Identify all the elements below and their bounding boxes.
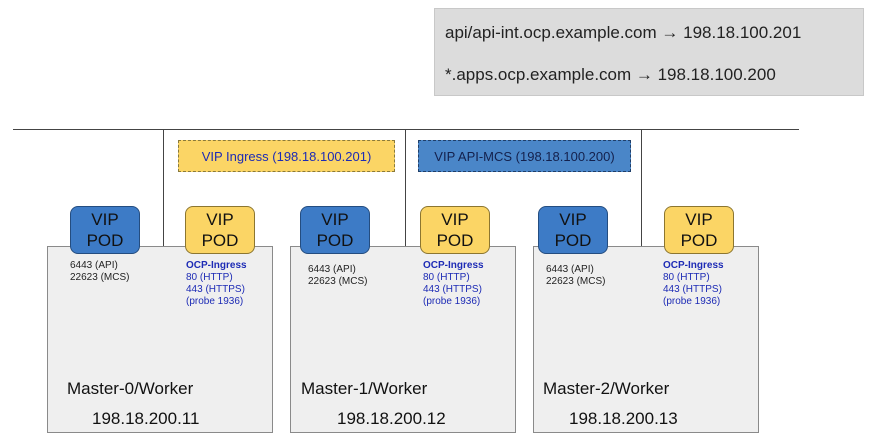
node2-connector — [641, 129, 642, 246]
master-0-node: 6443 (API) 22623 (MCS) OCP-Ingress 80 (H… — [47, 246, 273, 433]
node-ip: 198.18.200.11 — [92, 409, 200, 428]
api-ports: 6443 (API) 22623 (MCS) — [70, 260, 130, 283]
api-ports: 6443 (API) 22623 (MCS) — [546, 264, 606, 287]
node-name: Master-0/Worker — [67, 379, 194, 398]
dns-mapping-box: api/api-int.ocp.example.com → 198.18.100… — [434, 8, 864, 96]
vip-api-mcs-label: VIP API-MCS (198.18.100.200) — [418, 140, 631, 172]
vip-ingress-label: VIP Ingress (198.18.100.201) — [178, 140, 395, 172]
node0-connector — [163, 129, 164, 246]
dns-apps-mapping: *.apps.ocp.example.com → 198.18.100.200 — [445, 65, 776, 84]
ingress-ports: OCP-Ingress 80 (HTTP) 443 (HTTPS) (probe… — [186, 260, 247, 307]
api-ports: 6443 (API) 22623 (MCS) — [308, 264, 368, 287]
master-1-node: 6443 (API) 22623 (MCS) OCP-Ingress 80 (H… — [290, 246, 516, 433]
ingress-ports: OCP-Ingress 80 (HTTP) 443 (HTTPS) (probe… — [423, 260, 484, 307]
node-ip: 198.18.200.13 — [569, 409, 678, 428]
node-name: Master-1/Worker — [301, 379, 428, 398]
node-ip: 198.18.200.12 — [337, 409, 446, 428]
network-bus-line — [13, 129, 799, 130]
ingress-ports: OCP-Ingress 80 (HTTP) 443 (HTTPS) (probe… — [663, 260, 724, 307]
node-name: Master-2/Worker — [543, 379, 670, 398]
dns-api-mapping: api/api-int.ocp.example.com → 198.18.100… — [445, 23, 802, 42]
node1-connector — [405, 129, 406, 246]
master-2-node: 6443 (API) 22623 (MCS) OCP-Ingress 80 (H… — [533, 246, 759, 433]
